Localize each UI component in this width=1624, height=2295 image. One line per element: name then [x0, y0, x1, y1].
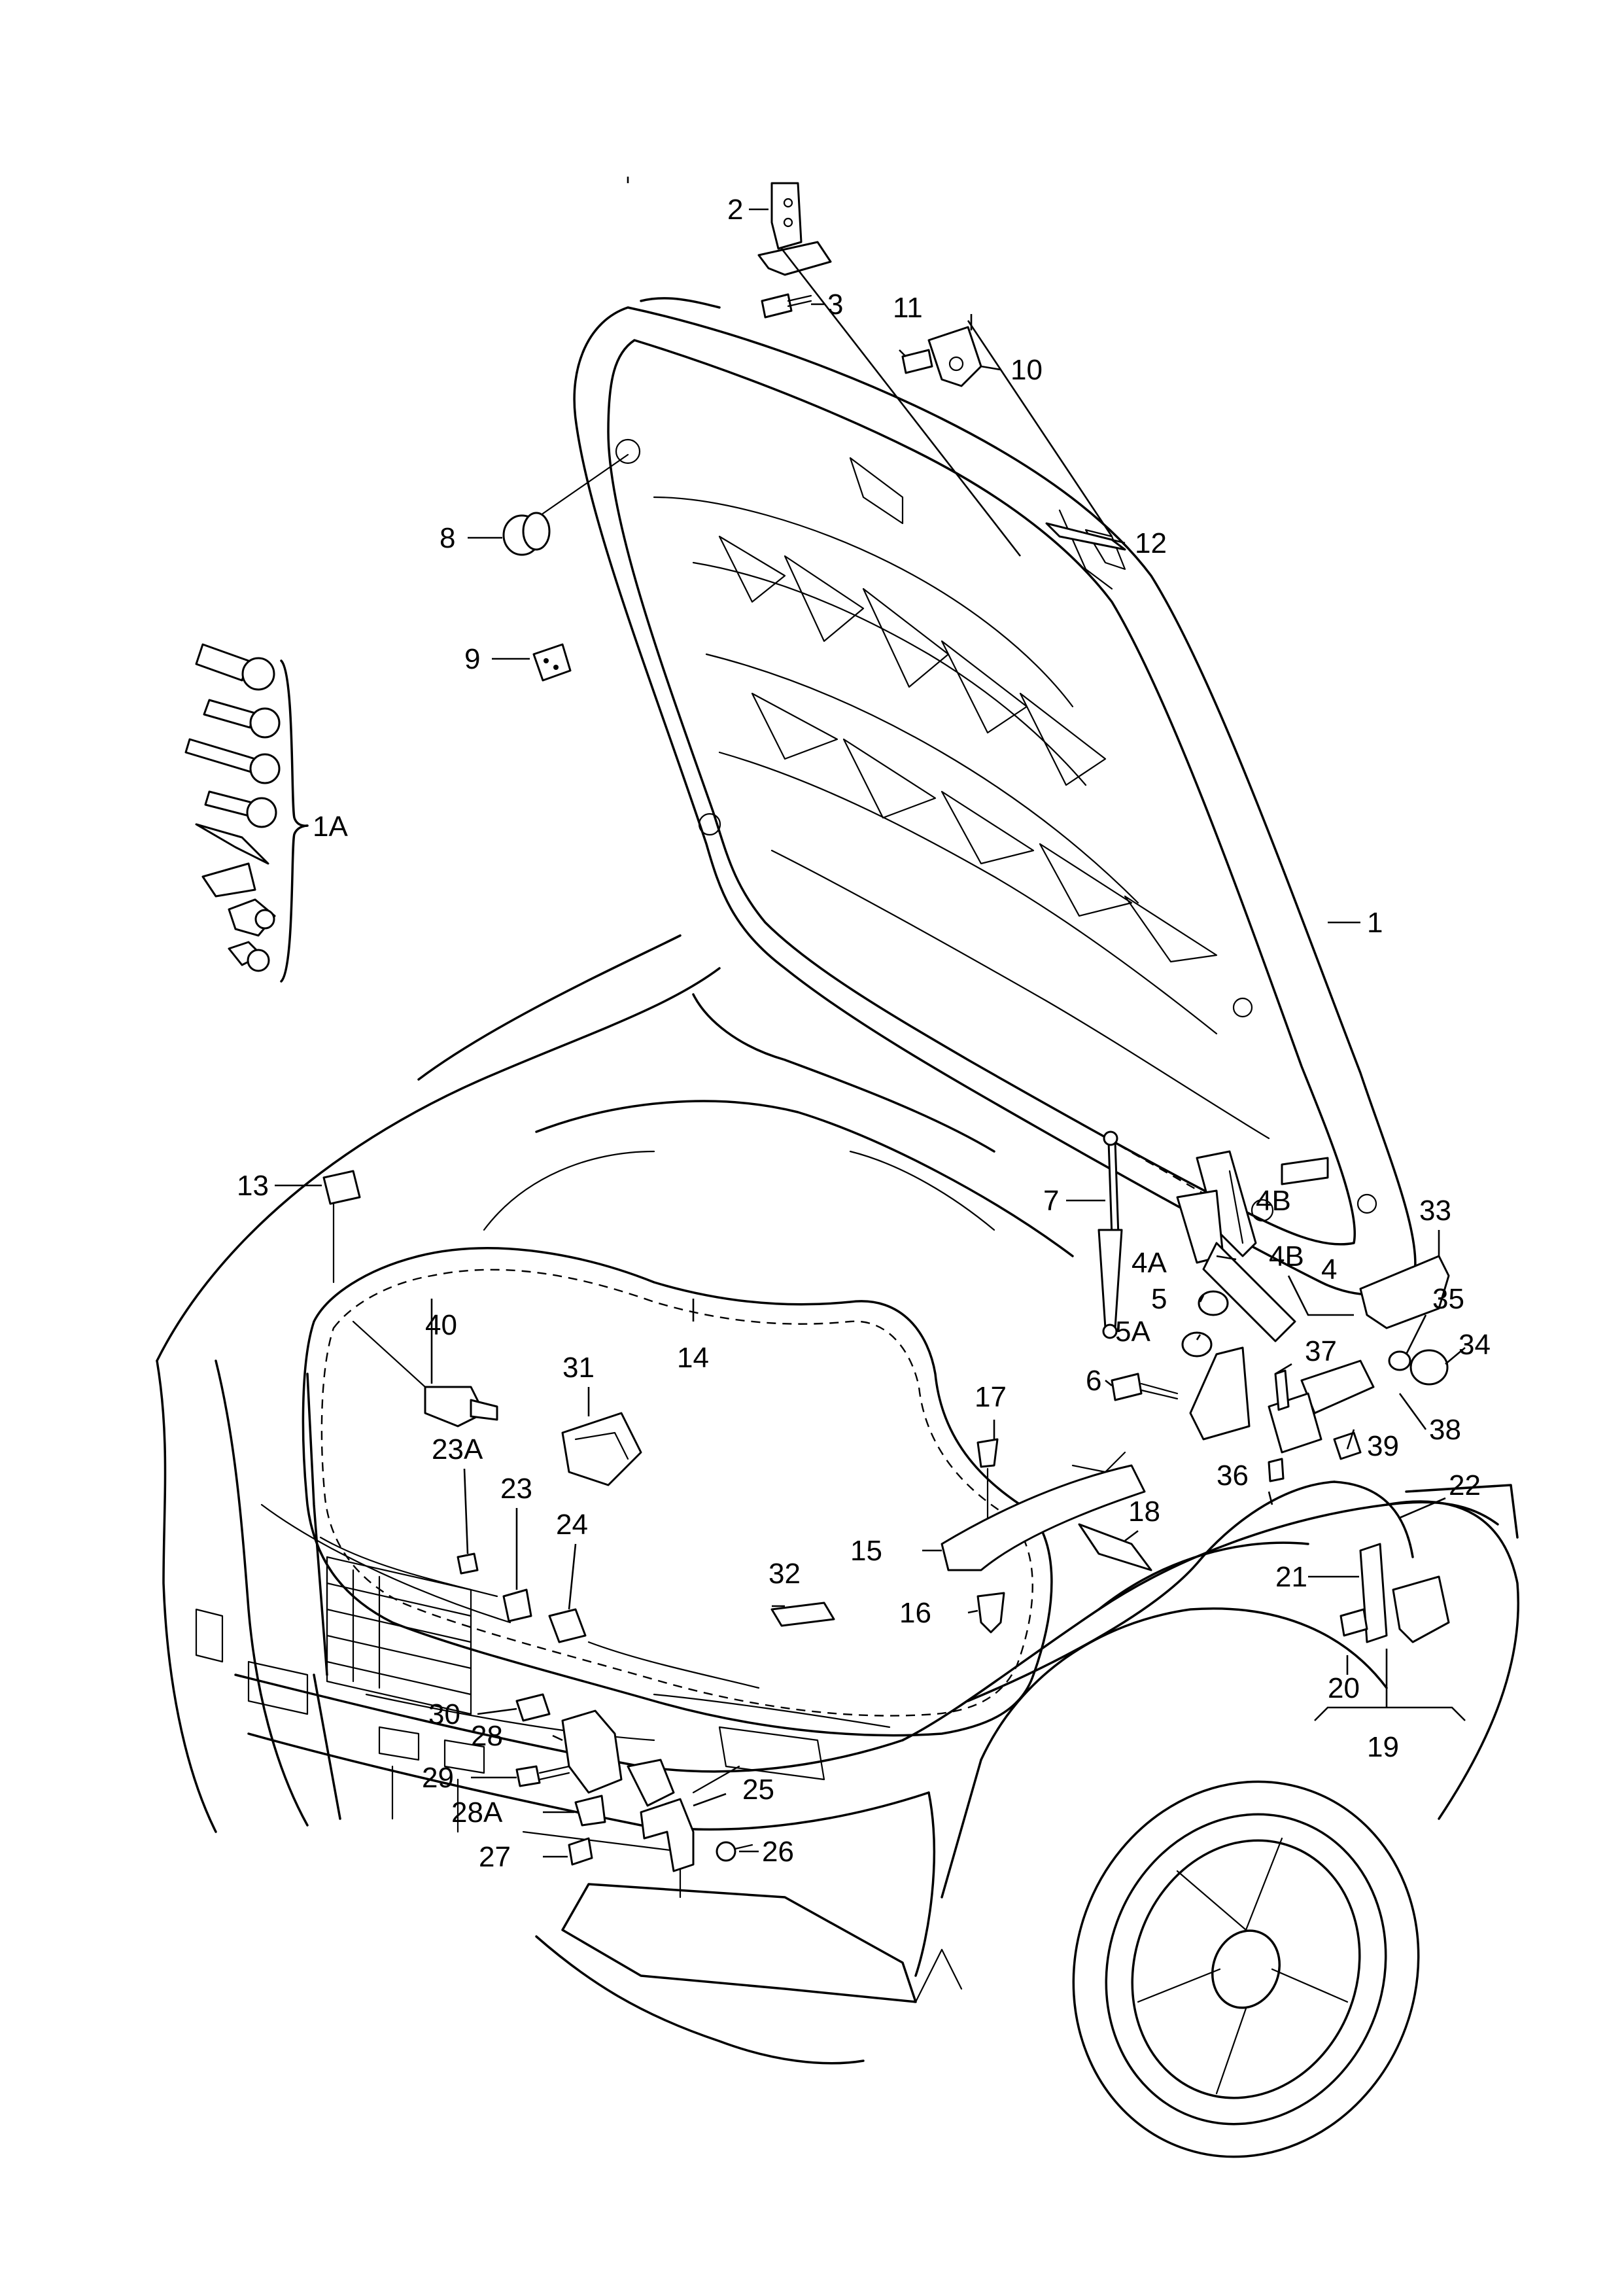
nut-part-5: [1198, 1290, 1229, 1316]
label-part-32: [770, 1602, 835, 1627]
label-19: 19: [1367, 1731, 1399, 1763]
gas-strut-part-7: [1097, 1130, 1211, 1339]
nut-part-35: [1388, 1350, 1411, 1371]
leader-lines: [275, 177, 1466, 1858]
label-11: 11: [893, 292, 923, 324]
label-28A: 28A: [451, 1796, 503, 1829]
label-17: 17: [975, 1381, 1007, 1413]
label-1: 1: [1367, 907, 1383, 939]
label-16: 16: [899, 1597, 931, 1629]
cover-plate-part-15: [941, 1451, 1146, 1571]
label-36: 36: [1217, 1460, 1249, 1492]
label-5: 5: [1151, 1283, 1167, 1315]
clip-part-27: [568, 1837, 593, 1866]
buffer-part-8: [502, 453, 629, 556]
label-27: 27: [479, 1841, 511, 1873]
clip-part-16: [976, 1592, 1005, 1634]
trim-part-18: [1078, 1523, 1152, 1571]
label-1A: 1A: [313, 811, 348, 843]
label-23: 23: [500, 1473, 532, 1505]
label-25: 25: [742, 1774, 774, 1806]
label-33: 33: [1419, 1195, 1451, 1227]
label-5A: 5A: [1115, 1316, 1150, 1348]
release-lever-part-21: [1339, 1543, 1450, 1643]
bracket-part-24: [548, 1608, 587, 1643]
label-28: 28: [471, 1720, 503, 1752]
label-18: 18: [1128, 1496, 1160, 1528]
cap-part-34: [1409, 1349, 1449, 1386]
bolt-part-26: [716, 1841, 753, 1862]
label-37: 37: [1305, 1335, 1337, 1367]
label-40: 40: [425, 1309, 457, 1341]
label-4B-upper: 4B: [1256, 1185, 1291, 1217]
label-4: 4: [1321, 1253, 1337, 1286]
label-34: 34: [1459, 1329, 1491, 1361]
hinge-part-2: [757, 182, 832, 276]
actuator-part-38: [1268, 1359, 1375, 1460]
nut-part-5A: [1181, 1331, 1213, 1358]
label-30: 30: [428, 1698, 460, 1730]
switch-part-23: [502, 1588, 532, 1622]
label-3: 3: [827, 289, 843, 321]
label-2: 2: [727, 194, 743, 226]
switch-part-31: [561, 1412, 642, 1486]
label-13: 13: [237, 1170, 269, 1202]
label-4B-lower: 4B: [1269, 1240, 1304, 1272]
label-9: 9: [464, 643, 480, 675]
label-38: 38: [1429, 1414, 1461, 1446]
label-24: 24: [556, 1509, 588, 1541]
buffer-part-9: [532, 643, 572, 682]
label-12: 12: [1135, 527, 1167, 559]
bolt-part-36: [1268, 1458, 1285, 1482]
bracket-part-28A: [574, 1795, 606, 1827]
bolt-part-29: [515, 1765, 570, 1787]
label-29: 29: [422, 1762, 454, 1794]
latch-part-40: [352, 1320, 498, 1428]
label-21: 21: [1275, 1561, 1307, 1593]
label-22: 22: [1449, 1469, 1481, 1501]
label-6: 6: [1086, 1365, 1101, 1397]
label-4A: 4A: [1132, 1247, 1167, 1279]
label-23A: 23A: [432, 1433, 483, 1465]
bolt-part-6: [1111, 1373, 1179, 1401]
bracket-part-30: [515, 1693, 551, 1722]
label-8: 8: [440, 522, 455, 554]
label-31: 31: [562, 1352, 595, 1384]
label-14: 14: [677, 1342, 709, 1374]
hinge-assembly-part-4: [1176, 1150, 1329, 1441]
label-15: 15: [850, 1535, 882, 1567]
hood-lock-part-10: [901, 326, 982, 387]
lock-part-28: [561, 1709, 675, 1807]
label-35: 35: [1432, 1283, 1464, 1315]
fastener-set-1A: [184, 643, 309, 983]
clip-part-17: [976, 1438, 999, 1519]
car-body: [156, 934, 1519, 2158]
hood-panel: [573, 297, 1417, 1296]
label-32: 32: [769, 1558, 801, 1590]
bracket-part-13: [322, 1170, 361, 1205]
release-cable-part-22: [1333, 1480, 1414, 1558]
wiring-part-23A: [457, 1552, 479, 1575]
part-labels: 1 1A 2 3 4 4A 4B 4B 5 5A 6 7 8 9 10 11 1…: [237, 194, 1491, 1873]
front-wheel: [1072, 1780, 1420, 2158]
label-26: 26: [762, 1836, 794, 1868]
label-10: 10: [1011, 354, 1043, 386]
trim-part-12: [1045, 522, 1126, 551]
bracket-part-25: [640, 1765, 740, 1872]
label-7: 7: [1043, 1185, 1059, 1217]
bolt-part-3: [761, 293, 812, 319]
label-20: 20: [1328, 1672, 1360, 1704]
label-39: 39: [1367, 1430, 1399, 1462]
